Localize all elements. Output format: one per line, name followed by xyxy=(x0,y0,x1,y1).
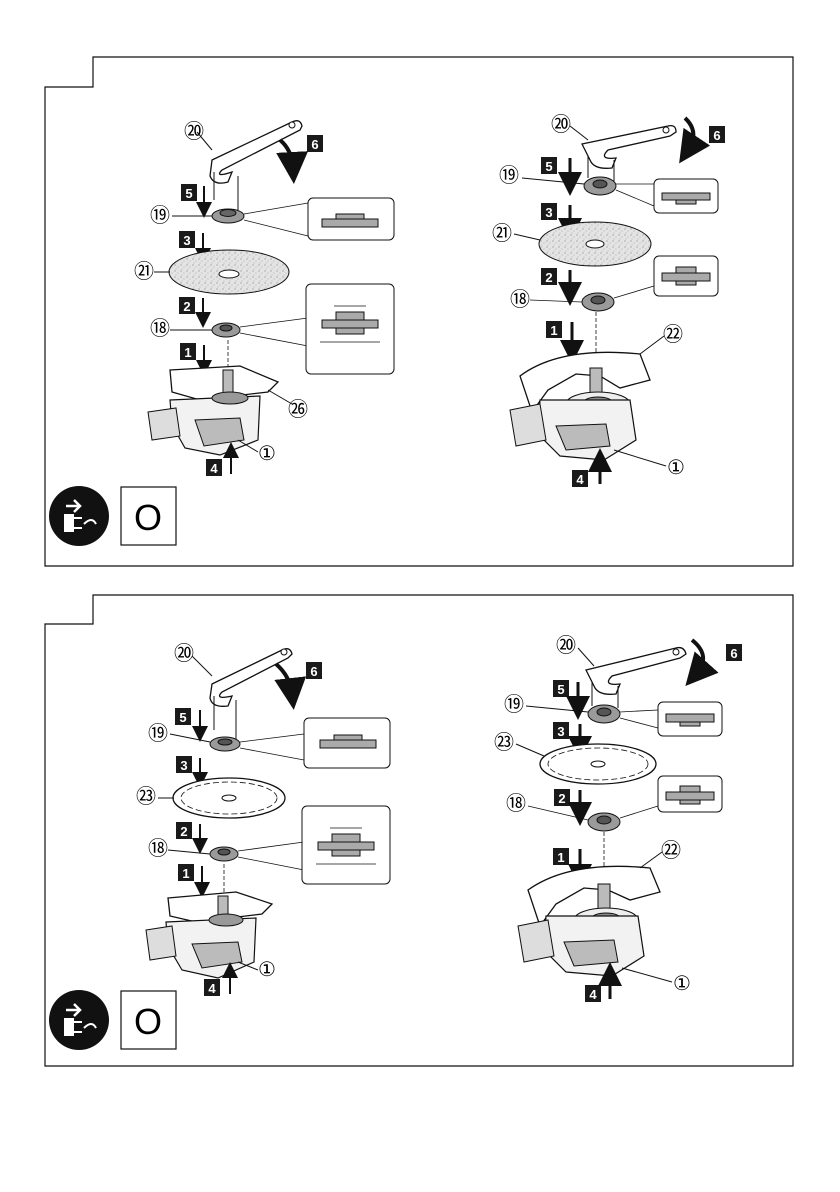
step-label-3: 3 xyxy=(545,205,552,220)
step-label-6: 6 xyxy=(311,137,318,152)
step-label-4: 4 xyxy=(210,461,218,476)
step-label-2: 2 xyxy=(183,299,190,314)
step-label-2: 2 xyxy=(558,791,565,806)
diagram-top-left: ⑳ 6 5 ⑲ 3 ㉑ xyxy=(134,120,394,476)
grinder-body xyxy=(148,366,278,455)
label-inner-flange: ⑱ xyxy=(150,317,170,340)
diagram-bottom-left: ⑳ 6 5 ⑲ 3 ㉓ 2 xyxy=(136,642,390,996)
step-label-6: 6 xyxy=(730,646,737,661)
step-label-2: 2 xyxy=(545,270,552,285)
step-label-5: 5 xyxy=(179,710,186,725)
label-wheel: ㉑ xyxy=(134,260,154,283)
wrench xyxy=(582,126,676,182)
label-guard: ㉖ xyxy=(288,398,308,421)
step-label-5: 5 xyxy=(545,159,552,174)
step-label-6: 6 xyxy=(713,128,720,143)
label-wrench: ⑳ xyxy=(184,120,204,143)
label-outer-flange: ⑲ xyxy=(148,722,168,745)
panel-bottom: ⑳ 6 5 ⑲ 3 ㉓ 2 xyxy=(45,595,793,1066)
step-label-2: 2 xyxy=(180,824,187,839)
label-spindle-lock: ① xyxy=(258,443,276,465)
label-wrench: ⑳ xyxy=(556,634,576,657)
label-wrench: ⑳ xyxy=(551,113,571,136)
wrench xyxy=(586,648,686,708)
diagram-top-right: ⑳ 6 5 ⑲ 3 ㉑ 2 xyxy=(492,113,725,487)
label-inner-flange: ⑱ xyxy=(510,288,530,311)
unplug-icon xyxy=(49,486,109,546)
rotate-arrow xyxy=(276,664,292,694)
diagram-bottom-right: ⑳ 6 5 ⑲ 3 ㉓ 2 xyxy=(494,634,742,1002)
label-outer-flange: ⑲ xyxy=(504,693,524,716)
grinder-body xyxy=(510,352,650,460)
step-label-3: 3 xyxy=(183,233,190,248)
label-inner-flange: ⑱ xyxy=(148,837,168,860)
label-outer-flange: ⑲ xyxy=(150,204,170,227)
label-wheel: ㉑ xyxy=(492,222,512,245)
step-label-1: 1 xyxy=(184,345,191,360)
page-marker: O xyxy=(134,497,162,538)
label-spindle-lock: ① xyxy=(667,457,685,479)
label-inner-flange: ⑱ xyxy=(506,792,526,815)
step-label-5: 5 xyxy=(185,186,192,201)
rotate-arrow xyxy=(280,140,293,168)
grinder-body xyxy=(146,892,272,978)
label-wheel: ㉓ xyxy=(136,785,156,808)
label-spindle-lock: ① xyxy=(673,973,691,995)
unplug-icon xyxy=(49,990,109,1050)
wrench xyxy=(210,121,302,210)
step-label-1: 1 xyxy=(550,323,557,338)
step-label-4: 4 xyxy=(589,987,597,1002)
label-wheel: ㉓ xyxy=(494,731,514,754)
grinder-body xyxy=(518,866,660,976)
step-label-3: 3 xyxy=(557,724,564,739)
step-label-4: 4 xyxy=(576,472,584,487)
step-label-6: 6 xyxy=(310,664,317,679)
label-guard: ㉒ xyxy=(661,839,681,862)
label-outer-flange: ⑲ xyxy=(499,164,519,187)
step-label-4: 4 xyxy=(208,981,216,996)
rotate-arrow xyxy=(692,640,703,674)
step-label-5: 5 xyxy=(557,682,564,697)
step-label-3: 3 xyxy=(180,758,187,773)
wrench xyxy=(210,649,292,740)
step-label-1: 1 xyxy=(557,850,564,865)
page-marker: O xyxy=(134,1001,162,1042)
label-wrench: ⑳ xyxy=(174,642,194,665)
step-label-1: 1 xyxy=(182,866,189,881)
panel-top: ⑳ 6 5 ⑲ 3 ㉑ xyxy=(45,57,793,566)
rotate-arrow xyxy=(685,118,693,150)
label-guard: ㉒ xyxy=(663,323,683,346)
label-spindle-lock: ① xyxy=(258,959,276,981)
